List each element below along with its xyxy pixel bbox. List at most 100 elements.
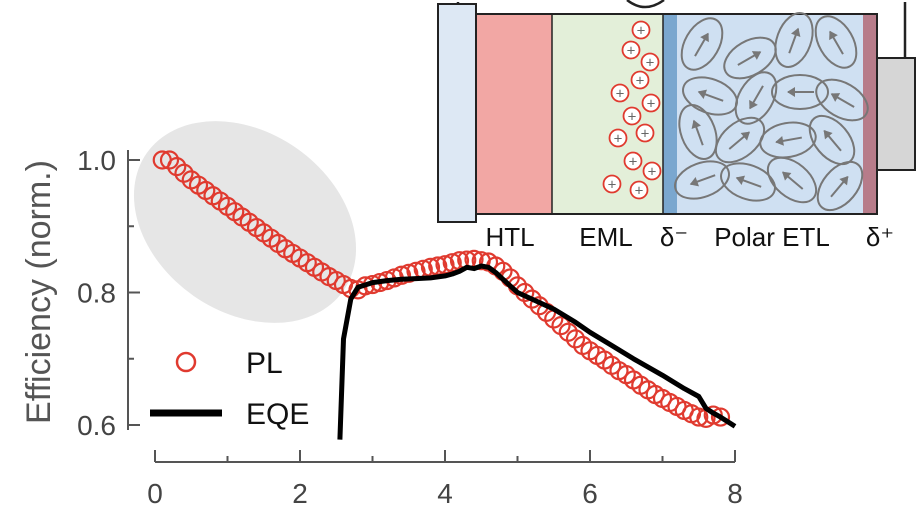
x-tick-label: 8	[727, 478, 743, 509]
positive-charge: +	[631, 20, 651, 40]
dipole-outline	[680, 17, 724, 71]
layer-label: δ⁺	[866, 222, 894, 252]
y-tick-label: 1.0	[77, 145, 116, 176]
polar-molecule	[771, 74, 829, 110]
polar-molecule	[720, 162, 776, 202]
polar-molecule	[766, 156, 818, 204]
charge-circle	[635, 123, 655, 143]
y-tick-label: 0.6	[77, 410, 116, 441]
charge-circle	[642, 161, 662, 181]
legend-label-eqe: EQE	[246, 398, 309, 431]
layer-label: δ⁻	[660, 222, 688, 252]
y-axis-label: Efficiency (norm.)	[20, 160, 58, 424]
polar-molecule	[678, 104, 718, 160]
positive-charge: +	[641, 93, 661, 113]
htl-layer	[476, 14, 552, 214]
positive-charge: +	[621, 40, 641, 60]
polar-molecule	[816, 160, 864, 212]
charge-circle	[629, 180, 649, 200]
pl-point	[435, 255, 455, 275]
polar-molecule	[808, 114, 856, 166]
polar-molecule	[815, 78, 869, 122]
power-source-arc	[626, 0, 665, 9]
layer-label: EML	[579, 222, 632, 252]
pl-point	[391, 265, 412, 285]
charge-circle	[610, 83, 630, 103]
charge-sign: +	[627, 43, 636, 60]
polar-etl-layer	[677, 14, 863, 214]
positive-charge: +	[640, 52, 660, 72]
dipole-outline	[815, 78, 869, 122]
dipole-outline	[734, 71, 778, 125]
dipole-arrow-head	[697, 89, 708, 99]
positive-charge: +	[635, 123, 655, 143]
cathode-layer	[876, 57, 916, 171]
dipole-arrow-head	[782, 171, 792, 181]
charge-circle	[630, 70, 650, 90]
dipole-outline	[678, 104, 718, 160]
positive-charge: +	[622, 106, 642, 126]
dipole-outline	[766, 156, 818, 204]
dipole-arrow-head	[775, 135, 784, 146]
dipole-outline	[714, 116, 766, 164]
x-tick-label: 6	[582, 478, 598, 509]
legend-marker-pl	[175, 351, 197, 373]
negative-interface	[663, 14, 677, 214]
dipole-arrow-head	[700, 32, 709, 43]
dipole-arrow-head	[791, 27, 801, 38]
charge-sign: +	[637, 23, 646, 40]
charge-sign: +	[641, 126, 650, 143]
charge-sign: +	[635, 183, 644, 200]
layer-label: HTL	[485, 222, 534, 252]
layer-label: Polar ETL	[714, 222, 830, 252]
dipole-outline	[674, 160, 730, 200]
y-tick-label: 0.8	[77, 278, 116, 309]
dipole-arrow-head	[823, 130, 833, 140]
dipole-arrow-head	[749, 99, 758, 110]
x-tick-label: 0	[147, 478, 163, 509]
dipole-arrow-head	[740, 131, 750, 141]
dipole-arrow-head	[689, 177, 700, 187]
x-tick-label: 4	[437, 478, 453, 509]
charge-sign: +	[647, 96, 656, 113]
charge-sign: +	[628, 109, 637, 126]
charge-circle	[640, 52, 660, 72]
polar-molecule	[674, 160, 730, 200]
dipole-arrow-head	[691, 119, 701, 130]
charge-sign: +	[616, 86, 625, 103]
positive-charge: +	[602, 174, 622, 194]
charge-sign: +	[629, 154, 638, 171]
legend: PL EQE	[150, 347, 309, 431]
charge-circle	[621, 40, 641, 60]
charge-circle	[631, 20, 651, 40]
charge-sign: +	[636, 73, 645, 90]
polar-molecule	[774, 12, 814, 68]
dipole-arrow-head	[735, 175, 746, 185]
pl-point	[399, 263, 419, 283]
polar-molecule	[759, 121, 817, 159]
charge-sign: +	[608, 177, 617, 194]
positive-charge: +	[608, 128, 628, 148]
dipole-outline	[771, 74, 829, 110]
dipole-arrow-head	[830, 93, 841, 102]
charge-sign: +	[646, 55, 655, 72]
dipole-outline	[774, 12, 814, 68]
polar-molecule	[734, 71, 778, 125]
pl-point	[689, 407, 709, 427]
charge-circle	[602, 174, 622, 194]
dipole-arrow-head	[787, 87, 795, 97]
charge-circle	[608, 128, 628, 148]
dipole-outline	[816, 160, 864, 212]
dipole-arrow-head	[751, 51, 762, 60]
dipole-arrow-head	[829, 30, 838, 41]
dipole-outline	[720, 162, 776, 202]
positive-charge: +	[610, 83, 630, 103]
positive-charge: +	[642, 161, 662, 181]
dipole-outline	[759, 121, 817, 159]
positive-charge: +	[629, 180, 649, 200]
positive-interface	[863, 14, 877, 214]
charge-circle	[623, 151, 643, 171]
positive-charge: +	[623, 151, 643, 171]
